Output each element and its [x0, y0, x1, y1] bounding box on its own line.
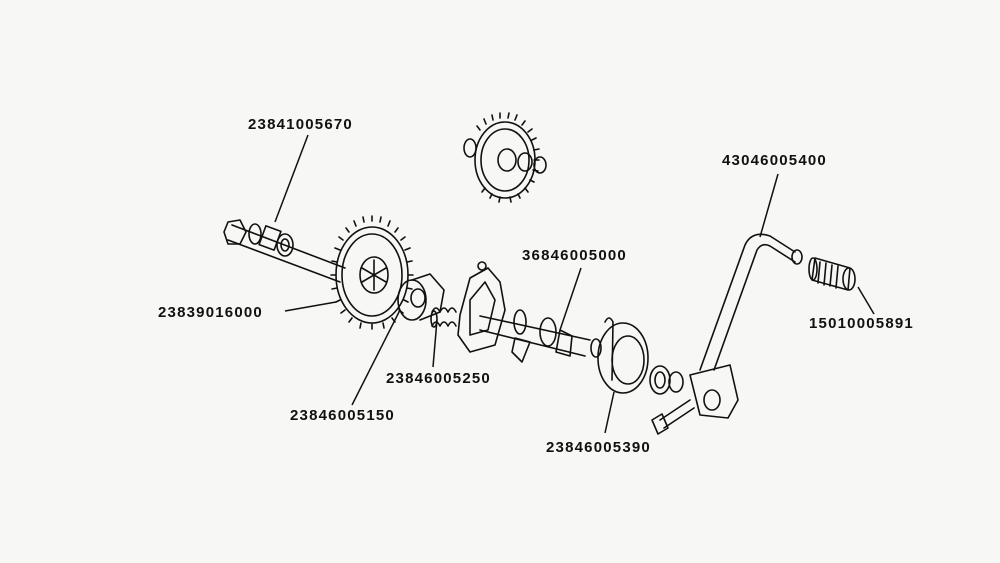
driven-gear-icon: [330, 215, 414, 330]
part-label-23839016000: 23839016000: [158, 304, 263, 321]
part-label-23846005250: 23846005250: [386, 370, 491, 387]
idler-gear-icon: [463, 112, 547, 203]
left-shaft-icon: [223, 219, 346, 283]
part-label-15010005891: 15010005891: [809, 315, 914, 332]
washer-clip-icon: [649, 365, 684, 395]
return-spring-icon: [597, 317, 649, 394]
leader-lines: [274, 134, 875, 434]
part-label-23841005670: 23841005670: [248, 116, 353, 133]
guide-plate-icon: [457, 261, 506, 353]
rubber-grip-icon: [808, 257, 856, 291]
bolt-icon: [651, 399, 695, 435]
part-label-36846005000: 36846005000: [522, 247, 627, 264]
kick-shaft-icon: [479, 309, 602, 363]
ratchet-spring-icon: [430, 307, 457, 328]
ratchet-gear-icon: [397, 273, 445, 321]
part-label-23846005150: 23846005150: [290, 407, 395, 424]
part-label-43046005400: 43046005400: [722, 152, 827, 169]
part-label-23846005390: 23846005390: [546, 439, 651, 456]
kick-lever-icon: [689, 233, 803, 419]
